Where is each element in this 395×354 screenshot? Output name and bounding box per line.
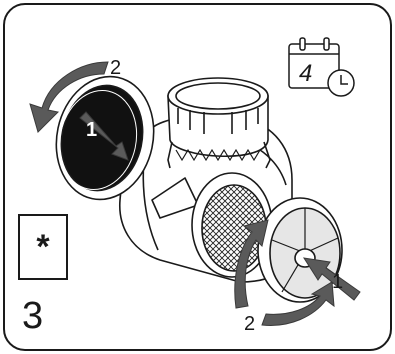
rotate-label-left: 2 [110, 58, 121, 78]
asterisk-icon: * [36, 230, 49, 264]
note-box: * [18, 214, 68, 280]
push-label-left: 1 [86, 120, 97, 140]
push-label-right: 1 [332, 272, 343, 292]
calendar-value: 4 [299, 62, 312, 86]
step-number: 3 [22, 296, 43, 336]
rotate-label-right: 2 [244, 314, 255, 334]
